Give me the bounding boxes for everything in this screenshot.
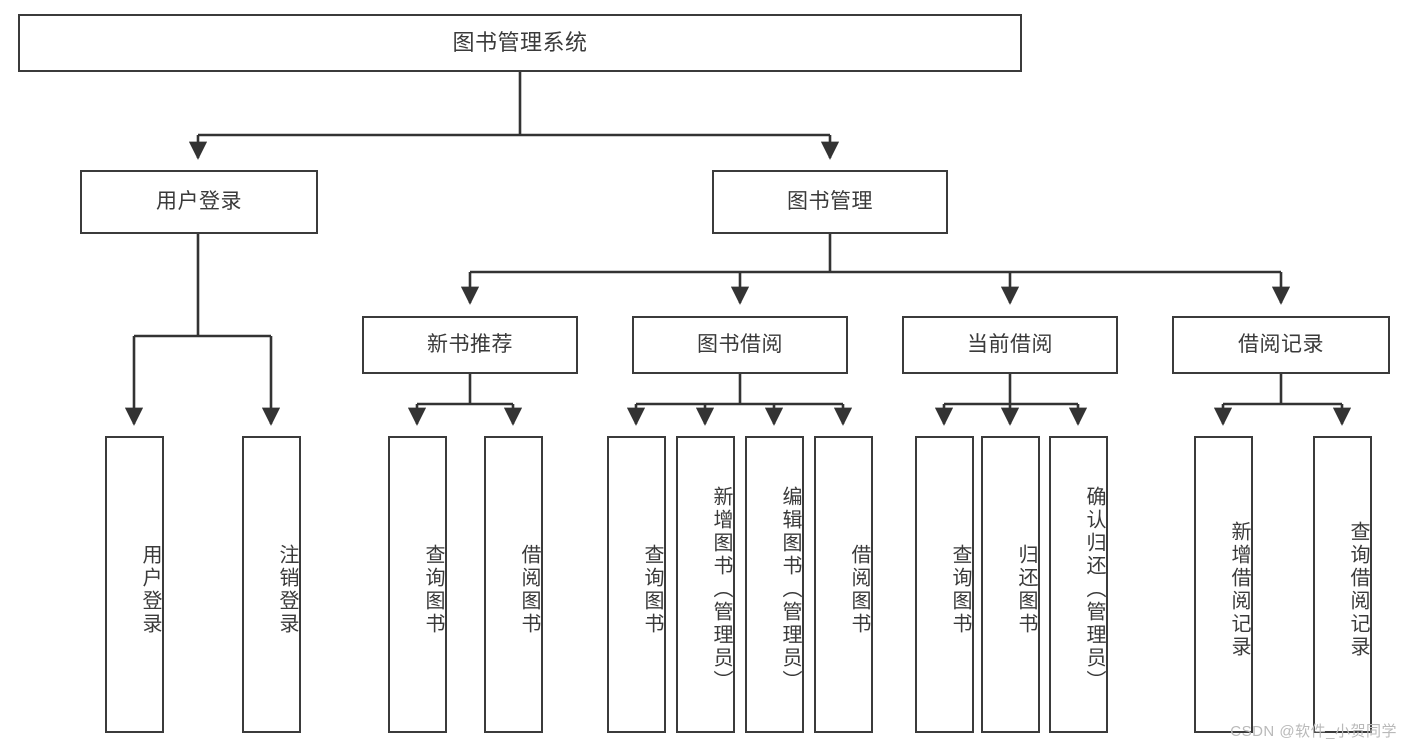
leaf-borrow-book[interactable]: 借阅图书 bbox=[814, 436, 873, 733]
watermark-text: CSDN @软件_小贺同学 bbox=[1230, 723, 1397, 740]
node-root-system[interactable]: 图书管理系统 bbox=[18, 14, 1022, 72]
node-label: 图书借阅 bbox=[697, 332, 783, 356]
node-label: 新增图书（管理员） bbox=[710, 486, 732, 693]
leaf-query-book-recommend[interactable]: 查询图书 bbox=[388, 436, 447, 733]
leaf-borrow-book-recommend[interactable]: 借阅图书 bbox=[484, 436, 543, 733]
leaf-add-book[interactable]: 新增图书（管理员） bbox=[676, 436, 735, 733]
node-label: 查询图书 bbox=[641, 543, 663, 636]
node-label: 用户登录 bbox=[156, 189, 242, 213]
node-label: 确认归还（管理员） bbox=[1083, 486, 1105, 693]
leaf-confirm-return[interactable]: 确认归还（管理员） bbox=[1049, 436, 1108, 733]
node-label: 借阅图书 bbox=[848, 543, 870, 636]
node-label: 借阅记录 bbox=[1238, 332, 1324, 356]
leaf-query-book-borrow[interactable]: 查询图书 bbox=[607, 436, 666, 733]
node-book-borrow[interactable]: 图书借阅 bbox=[632, 316, 848, 374]
node-book-management[interactable]: 图书管理 bbox=[712, 170, 948, 234]
leaf-add-borrow-record[interactable]: 新增借阅记录 bbox=[1194, 436, 1253, 733]
node-new-book-recommend[interactable]: 新书推荐 bbox=[362, 316, 578, 374]
leaf-edit-book[interactable]: 编辑图书（管理员） bbox=[745, 436, 804, 733]
node-label: 新书推荐 bbox=[427, 332, 513, 356]
node-label: 查询图书 bbox=[422, 543, 444, 636]
leaf-query-book-current[interactable]: 查询图书 bbox=[915, 436, 974, 733]
node-label: 编辑图书（管理员） bbox=[779, 486, 801, 693]
leaf-logout-login[interactable]: 注销登录 bbox=[242, 436, 301, 733]
node-user-login[interactable]: 用户登录 bbox=[80, 170, 318, 234]
node-label: 注销登录 bbox=[276, 543, 298, 636]
node-label: 归还图书 bbox=[1015, 543, 1037, 636]
node-label: 图书管理 bbox=[787, 189, 873, 213]
node-label: 查询借阅记录 bbox=[1347, 520, 1369, 659]
leaf-user-login[interactable]: 用户登录 bbox=[105, 436, 164, 733]
node-label: 新增借阅记录 bbox=[1228, 520, 1250, 659]
leaf-return-book[interactable]: 归还图书 bbox=[981, 436, 1040, 733]
leaf-query-borrow-record[interactable]: 查询借阅记录 bbox=[1313, 436, 1372, 733]
node-borrow-record[interactable]: 借阅记录 bbox=[1172, 316, 1390, 374]
node-current-borrow[interactable]: 当前借阅 bbox=[902, 316, 1118, 374]
node-label: 图书管理系统 bbox=[452, 30, 588, 56]
node-label: 借阅图书 bbox=[518, 543, 540, 636]
node-label: 查询图书 bbox=[949, 543, 971, 636]
node-label: 用户登录 bbox=[139, 543, 161, 636]
node-label: 当前借阅 bbox=[967, 332, 1053, 356]
